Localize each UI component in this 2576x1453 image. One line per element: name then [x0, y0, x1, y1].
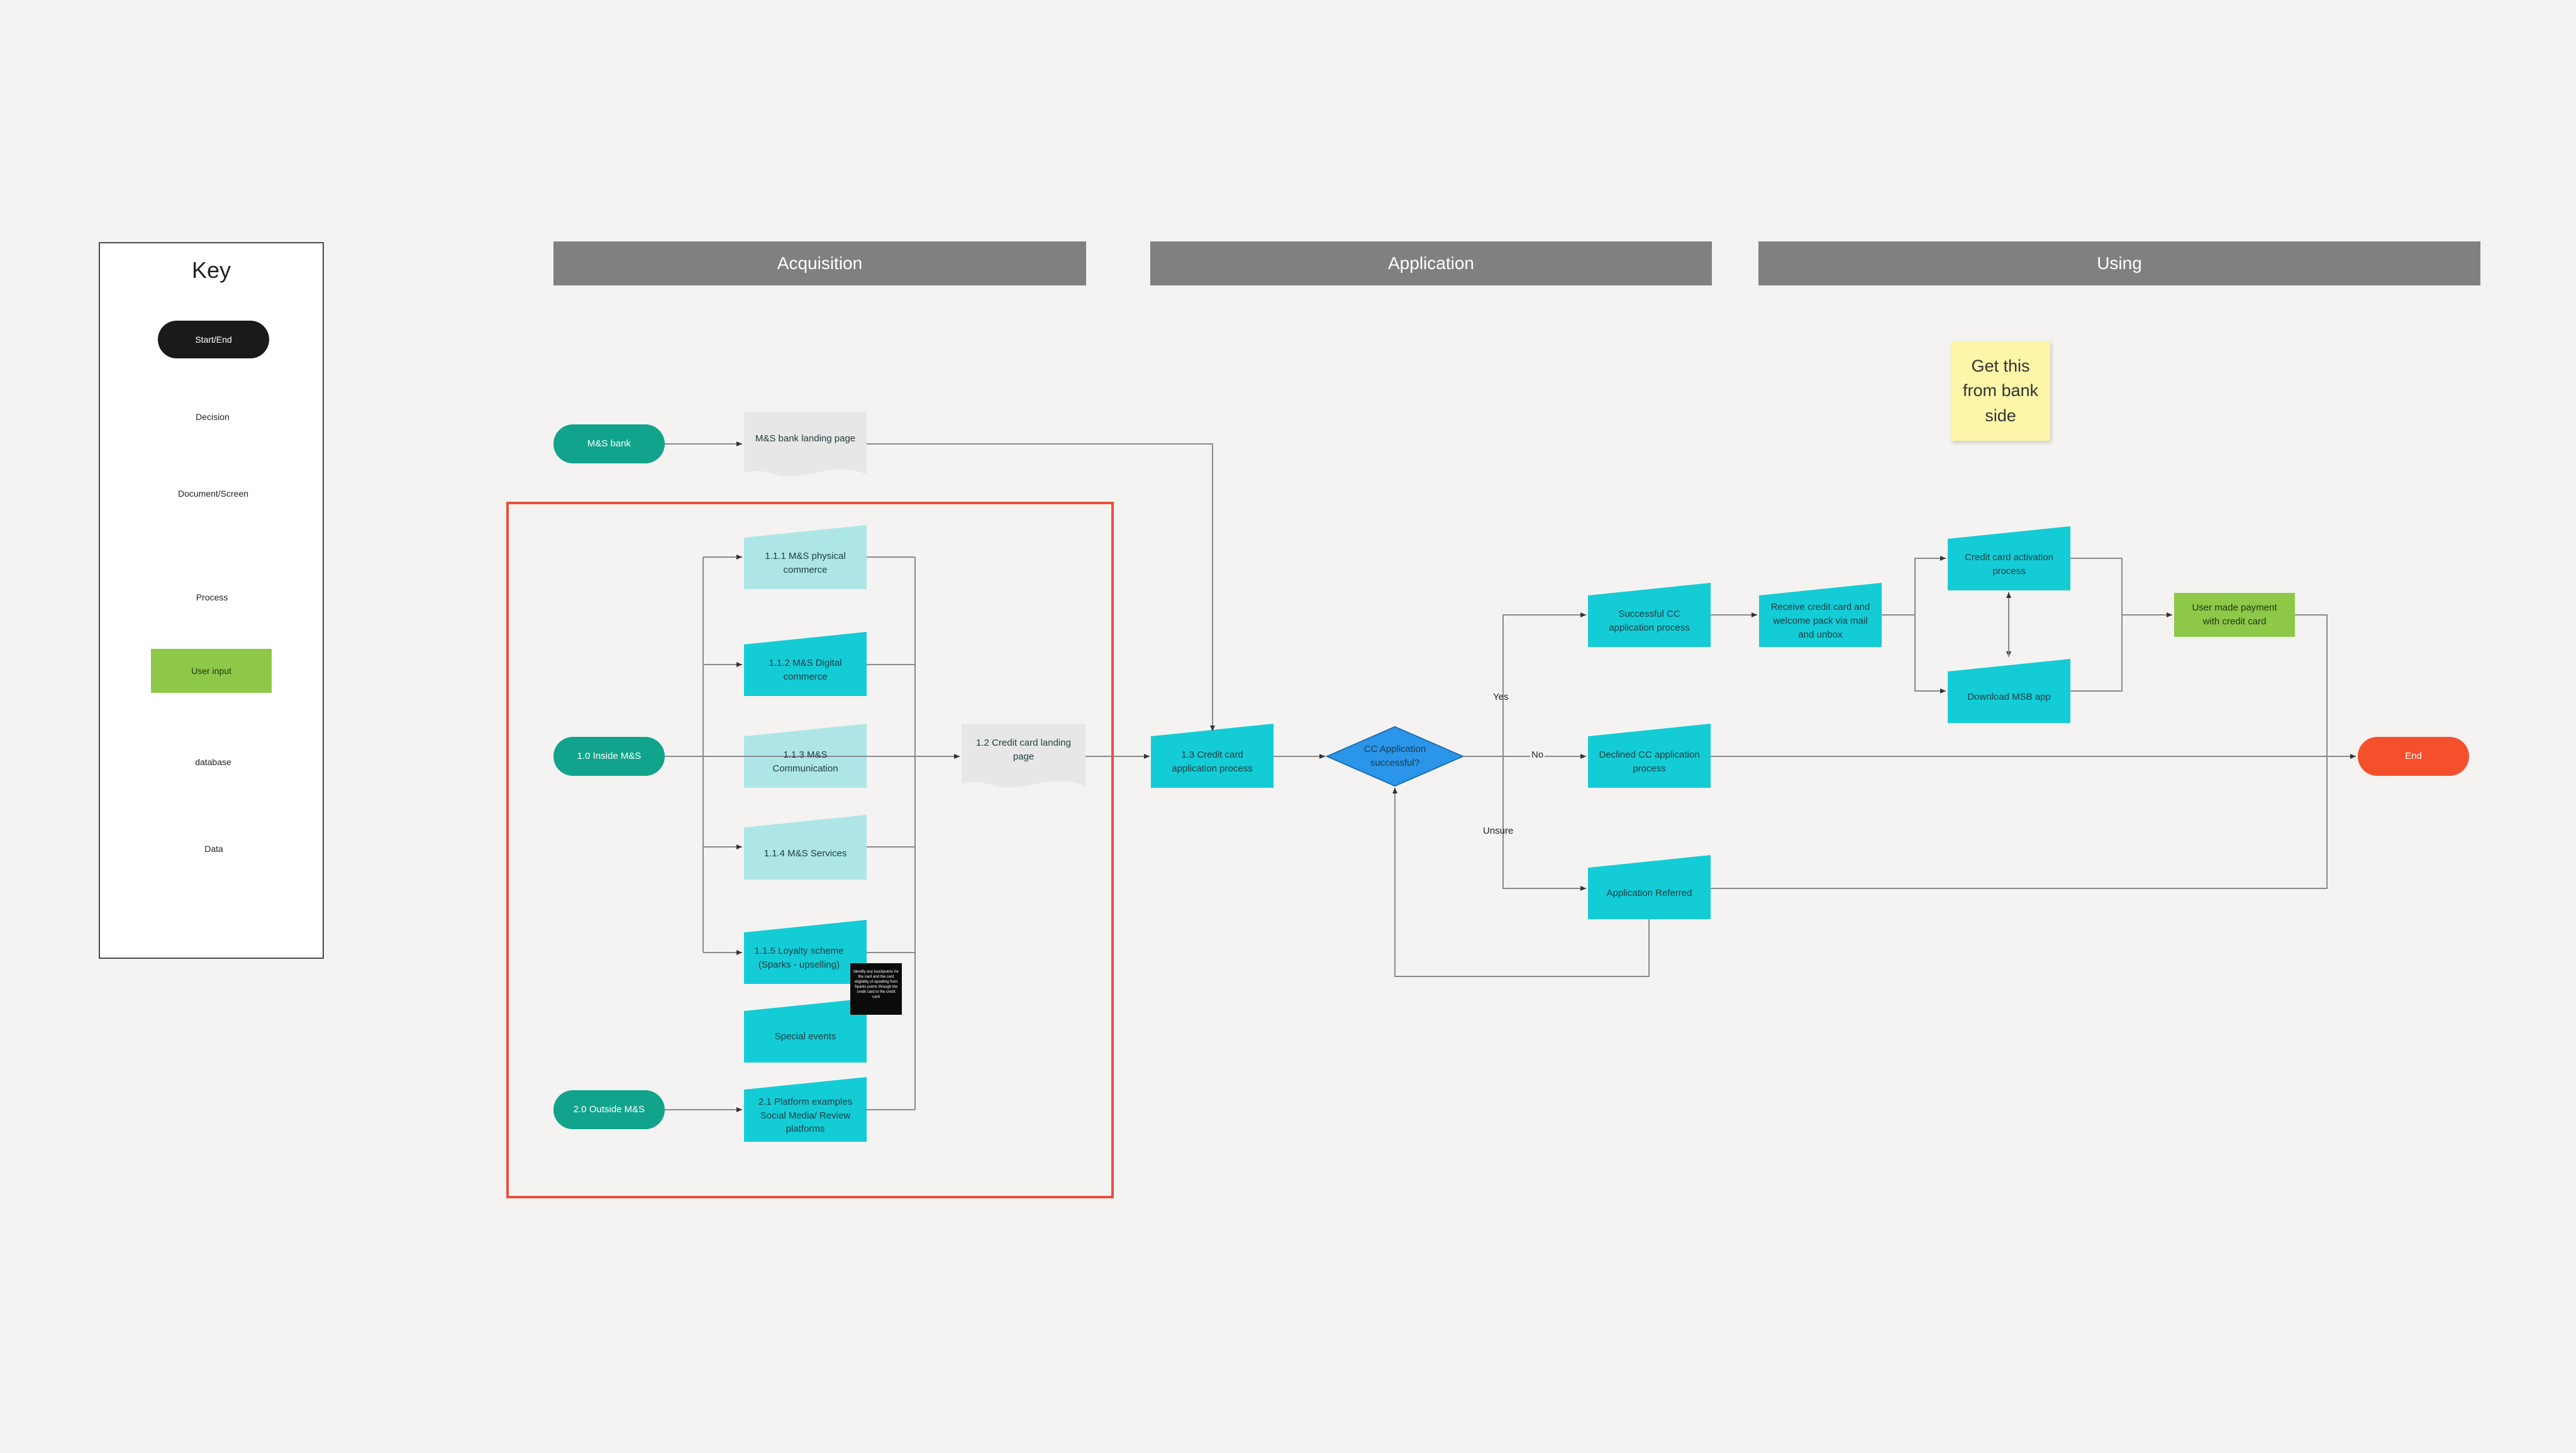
node-loyalty-label: 1.1.5 Loyalty scheme (Sparks - upselling… — [754, 946, 844, 970]
acquisition-highlight-box — [506, 502, 1114, 1198]
node-end-label: End — [2405, 751, 2422, 762]
node-referred[interactable]: Application Referred — [1588, 868, 1711, 919]
node-payment[interactable]: User made payment with credit card — [2174, 593, 2295, 637]
legend-data-label: Data — [204, 844, 223, 854]
node-decision[interactable]: CC Application successful? — [1343, 736, 1447, 777]
ms-bank-landing-shape — [744, 412, 867, 477]
node-ms-bank-label: M&S bank — [587, 438, 631, 450]
legend-user-input-label: User input — [191, 665, 231, 676]
connectors — [665, 441, 2356, 1112]
node-loyalty[interactable]: 1.1.5 Loyalty scheme (Sparks - upselling… — [744, 932, 854, 984]
node-cc-application[interactable]: 1.3 Credit card application process — [1151, 736, 1274, 788]
legend-start-end: Start/End — [158, 321, 269, 358]
node-payment-label: User made payment with credit card — [2192, 602, 2277, 627]
node-physical-commerce[interactable]: 1.1.1 M&S physical commerce — [744, 538, 867, 589]
sticky-note: Get this from bank side — [1951, 341, 2050, 441]
annotation-note: Identify any touchpoints for the card an… — [850, 963, 902, 1015]
node-communication[interactable]: 1.1.3 M&S Communication — [744, 736, 867, 788]
node-outside-ms-label: 2.0 Outside M&S — [573, 1104, 645, 1115]
node-cc-landing[interactable]: 1.2 Credit card landing page — [962, 729, 1085, 770]
node-inside-ms-label: 1.0 Inside M&S — [577, 751, 641, 762]
node-ms-bank-landing-label: M&S bank landing page — [755, 433, 856, 444]
node-successful[interactable]: Successful CC application process — [1588, 595, 1711, 647]
legend-title: Key — [191, 257, 231, 283]
node-physical-commerce-label: 1.1.1 M&S physical commerce — [765, 551, 846, 575]
cc-landing-shape — [962, 724, 1085, 788]
node-referred-label: Application Referred — [1606, 888, 1692, 899]
node-outside-ms[interactable]: 2.0 Outside M&S — [553, 1090, 665, 1129]
node-services[interactable]: 1.1.4 M&S Services — [744, 827, 867, 880]
legend-user-input: User input — [151, 649, 272, 693]
phase-acquisition: Acquisition — [553, 241, 1086, 285]
node-download-app[interactable]: Download MSB app — [1948, 671, 2070, 723]
node-services-label: 1.1.4 M&S Services — [763, 848, 847, 859]
legend-decision-label: Decision — [196, 412, 230, 422]
node-declined[interactable]: Declined CC application process — [1588, 736, 1711, 788]
node-successful-label: Successful CC application process — [1609, 609, 1690, 633]
node-decision-label: CC Application successful? — [1363, 744, 1426, 768]
node-end[interactable]: End — [2358, 737, 2469, 776]
node-special-events-label: Special events — [774, 1031, 836, 1042]
legend-database-label: database — [195, 757, 231, 767]
node-ms-bank-landing[interactable]: M&S bank landing page — [744, 421, 867, 456]
node-platform-examples-label: 2.1 Platform examples Social Media/ Revi… — [758, 1096, 853, 1135]
node-receive-card[interactable]: Receive credit card and welcome pack via… — [1759, 595, 1882, 647]
node-cc-application-label: 1.3 Credit card application process — [1172, 749, 1253, 774]
node-special-events[interactable]: Special events — [744, 1011, 867, 1063]
legend-document-label: Document/Screen — [177, 489, 249, 499]
edge-label-unsure: Unsure — [1483, 826, 1514, 836]
legend-start-end-label: Start/End — [195, 334, 232, 345]
edge-label-no: No — [1530, 749, 1545, 760]
decision-diamond — [1325, 726, 1465, 787]
legend-panel: Key — [99, 242, 324, 959]
node-platform-examples[interactable]: 2.1 Platform examples Social Media/ Revi… — [744, 1090, 867, 1142]
node-cc-landing-label: 1.2 Credit card landing page — [976, 737, 1071, 762]
node-activation-label: Credit card activation process — [1965, 552, 2053, 577]
node-digital-commerce-label: 1.1.2 M&S Digital commerce — [769, 658, 842, 682]
node-inside-ms[interactable]: 1.0 Inside M&S — [553, 737, 665, 776]
edge-label-yes: Yes — [1493, 692, 1509, 702]
node-digital-commerce[interactable]: 1.1.2 M&S Digital commerce — [744, 644, 867, 696]
node-ms-bank[interactable]: M&S bank — [553, 424, 665, 463]
node-communication-label: 1.1.3 M&S Communication — [772, 749, 838, 774]
node-receive-card-label: Receive credit card and welcome pack via… — [1770, 602, 1870, 640]
phase-using: Using — [1758, 241, 2480, 285]
phase-application: Application — [1150, 241, 1712, 285]
legend-process-label: Process — [196, 592, 228, 602]
node-activation[interactable]: Credit card activation process — [1948, 539, 2070, 590]
node-download-app-label: Download MSB app — [1967, 692, 2051, 703]
node-declined-label: Declined CC application process — [1599, 749, 1700, 774]
